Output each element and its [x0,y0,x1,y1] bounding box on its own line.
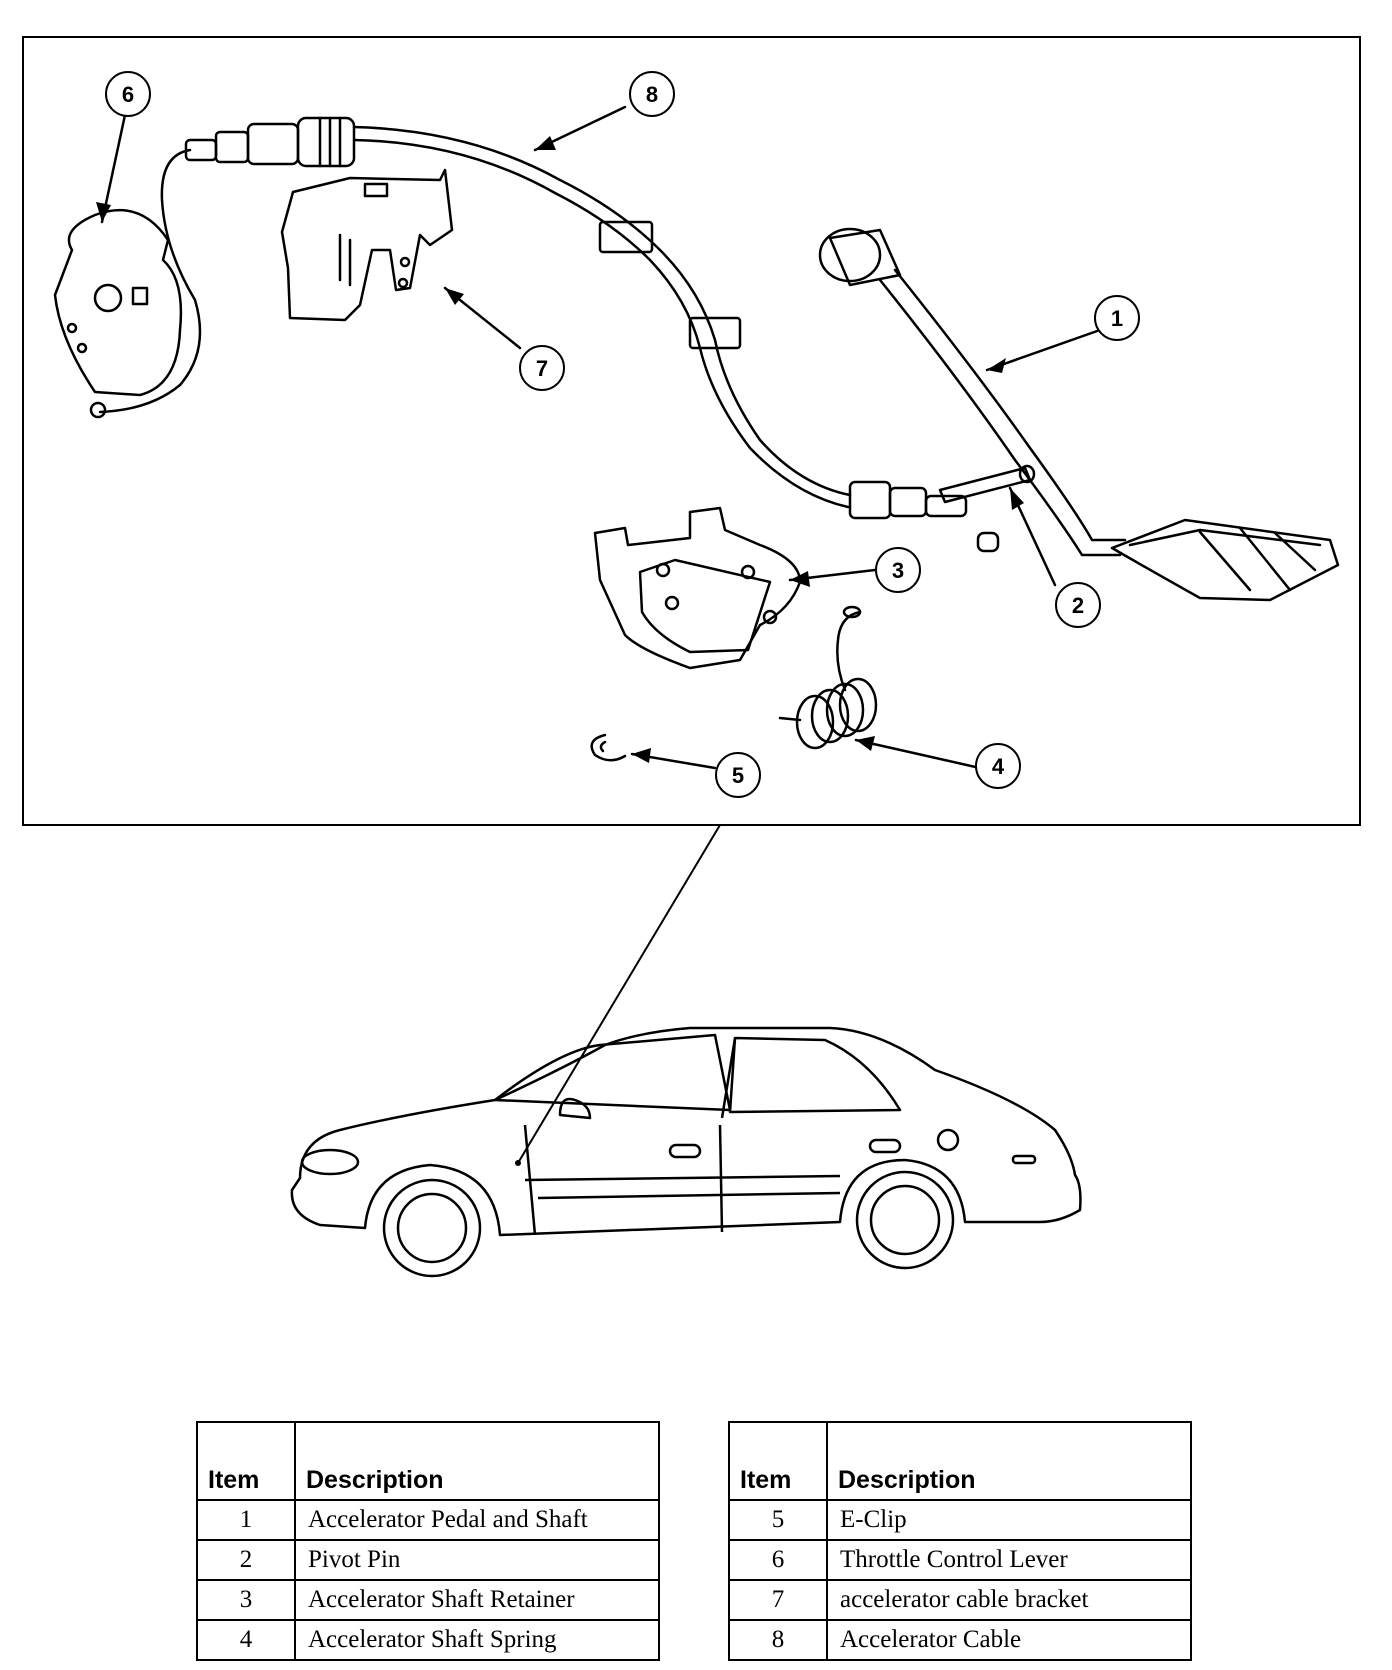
callout-5 [715,752,761,798]
callout-4-label: 4 [992,754,1005,779]
table-row: 1 Accelerator Pedal and Shaft [196,1499,660,1541]
pivot-pin-part [938,464,1036,504]
callout-3-label: 3 [892,558,904,583]
callout-arrowheads [96,136,1024,763]
item-column-header: Item [728,1421,828,1501]
item-number: 1 [196,1499,296,1541]
callout-7-label: 7 [536,356,548,381]
callout-2 [1055,582,1101,628]
detail-frame [22,36,1361,826]
callout-leaders [100,105,1102,770]
legend-header-row: Item Description [728,1421,1192,1501]
table-row: 2 Pivot Pin [196,1539,660,1581]
table-row: 4 Accelerator Shaft Spring [196,1619,660,1661]
accelerator-pedal-part [818,227,1340,602]
sedan-car-illustration [290,1026,1082,1278]
legend-header-row: Item Description [196,1421,660,1501]
callout-6 [105,71,151,117]
item-description: Throttle Control Lever [826,1539,1192,1581]
location-dot [515,1160,521,1166]
item-description: E-Clip [826,1499,1192,1541]
item-description: Accelerator Shaft Retainer [294,1579,660,1621]
item-column-header: Item [196,1421,296,1501]
table-row: 3 Accelerator Shaft Retainer [196,1579,660,1621]
callout-6-label: 6 [122,82,134,107]
callout-8-label: 8 [646,82,658,107]
description-column-header: Description [826,1421,1192,1501]
table-row: 8 Accelerator Cable [728,1619,1192,1661]
accelerator-cable-part [352,125,1000,553]
accelerator-shaft-spring-part [778,605,878,750]
description-column-header: Description [294,1421,660,1501]
item-number: 2 [196,1539,296,1581]
table-row: 7 accelerator cable bracket [728,1579,1192,1621]
callout-7 [519,345,565,391]
callout-8 [629,71,675,117]
item-description: Pivot Pin [294,1539,660,1581]
callout-2-label: 2 [1072,593,1084,618]
item-number: 5 [728,1499,828,1541]
cable-adjuster-upper [184,116,356,168]
item-number: 8 [728,1619,828,1661]
accelerator-cable-bracket-part [280,168,454,322]
item-description: Accelerator Pedal and Shaft [294,1499,660,1541]
item-description: Accelerator Cable [826,1619,1192,1661]
item-number: 3 [196,1579,296,1621]
callout-4 [975,743,1021,789]
accelerator-exploded-diagram: 1 2 3 4 5 6 7 8 [22,36,1361,1278]
table-row: 5 E-Clip [728,1499,1192,1541]
accelerator-shaft-retainer-part [593,506,802,670]
legend-table-right: Item Description 5 E-Clip 6 Throttle Con… [728,1421,1192,1661]
item-number: 4 [196,1619,296,1661]
callout-3 [875,547,921,593]
item-description: accelerator cable bracket [826,1579,1192,1621]
item-number: 6 [728,1539,828,1581]
callout-5-label: 5 [732,763,744,788]
legend-table-left: Item Description 1 Accelerator Pedal and… [196,1421,660,1661]
table-row: 6 Throttle Control Lever [728,1539,1192,1581]
e-clip-part [590,733,627,762]
item-number: 7 [728,1579,828,1621]
item-description: Accelerator Shaft Spring [294,1619,660,1661]
throttle-control-lever-part [53,148,202,419]
callout-1 [1094,295,1140,341]
location-leader-line [517,824,721,1164]
callout-1-label: 1 [1111,306,1123,331]
